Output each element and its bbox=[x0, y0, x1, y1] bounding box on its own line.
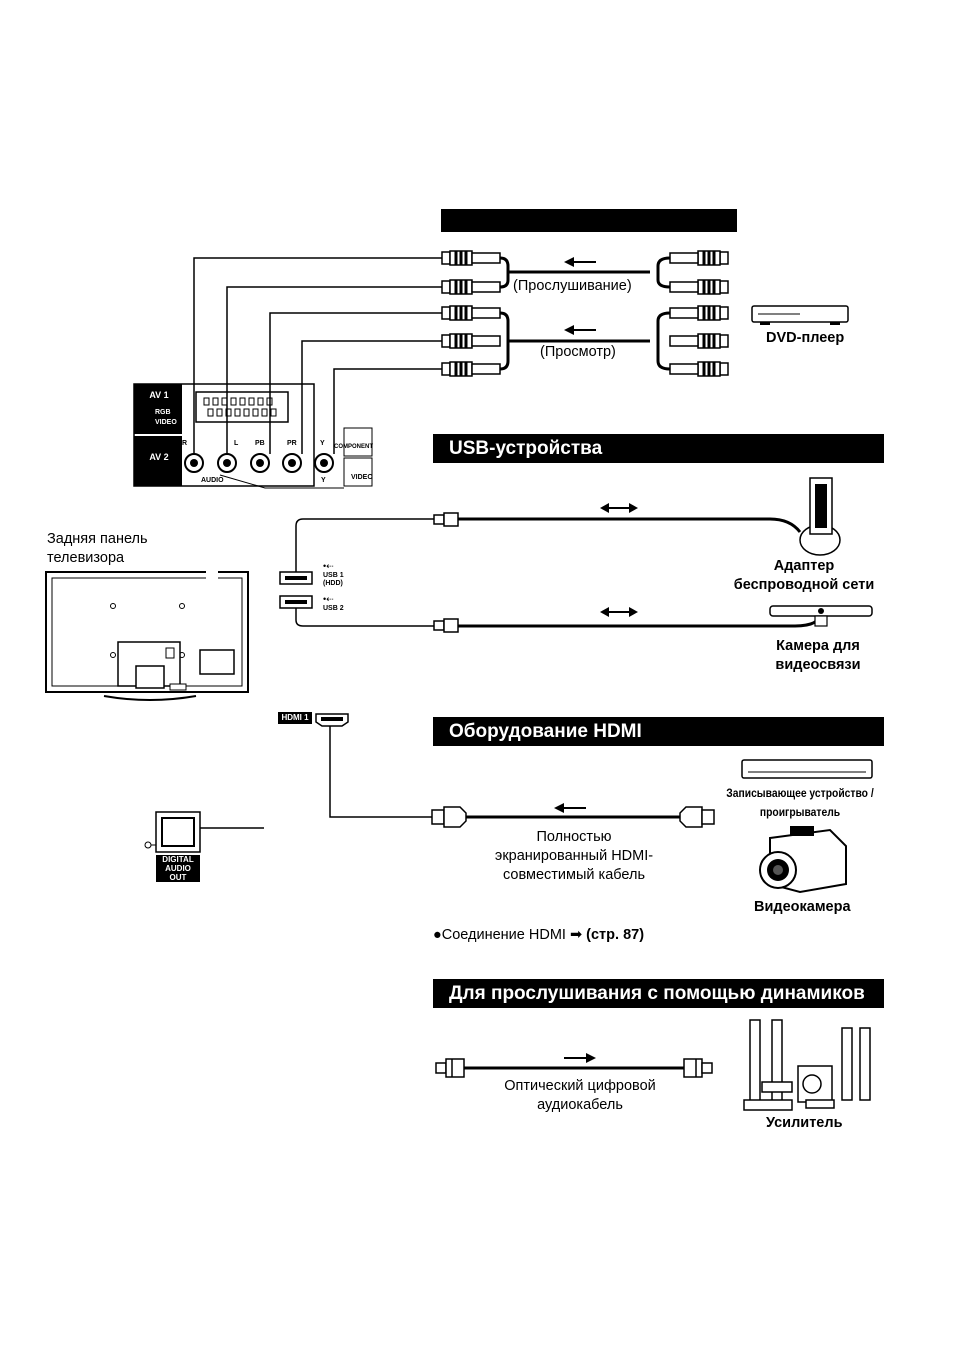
jack-y-label: Y bbox=[320, 440, 325, 447]
wireless-adapter-label: Адаптер беспроводной сети bbox=[733, 558, 875, 593]
component-label: COMPONENT bbox=[334, 444, 373, 450]
speaker-system-icon bbox=[743, 1019, 871, 1111]
camcorder-label: Видеокамера bbox=[754, 899, 851, 915]
tv-jack-panel bbox=[133, 383, 373, 489]
rca-plugs-tv-side bbox=[440, 249, 502, 378]
rca-cables bbox=[193, 257, 442, 454]
arrow-bidirectional-icon bbox=[600, 503, 638, 513]
tv-back-illustration bbox=[45, 570, 249, 701]
arrow-left-icon bbox=[554, 803, 586, 813]
digital-audio-out-label: DIGITAL AUDIO OUT bbox=[156, 855, 200, 882]
dvd-player-icon bbox=[751, 305, 849, 325]
video-camera-label: Камера для видеосвязи bbox=[775, 638, 861, 673]
jack-pb-label: PB bbox=[255, 440, 265, 447]
usb1-label: USB 1 (HDD) bbox=[323, 572, 344, 587]
av1-label: AV 1 bbox=[146, 390, 172, 400]
hdmi-note-ref: (стр. 87) bbox=[586, 927, 645, 943]
hdmi1-label: HDMI 1 bbox=[278, 712, 312, 724]
usb-icon: •⇠ bbox=[323, 594, 334, 604]
hdmi-plug-device-side bbox=[679, 806, 715, 828]
usb-plugs bbox=[433, 512, 459, 633]
hdmi-cable-label: Полностью экранированный HDMI-совместимы… bbox=[494, 829, 654, 883]
video-viewing-label: (Просмотр) bbox=[540, 344, 616, 360]
video-small-label: VIDEO bbox=[155, 419, 177, 426]
jack-y2-label: Y bbox=[321, 477, 326, 484]
rca-plugs-dvd-side bbox=[668, 249, 730, 378]
av2-label: AV 2 bbox=[146, 452, 172, 462]
jack-pr-label: PR bbox=[287, 440, 297, 447]
video-camera-icon bbox=[769, 605, 873, 627]
amplifier-label: Усилитель bbox=[766, 1115, 843, 1131]
video-label: VIDEO bbox=[351, 474, 373, 481]
rgb-label: RGB bbox=[155, 409, 171, 416]
optical-plug-device-side bbox=[683, 1058, 713, 1078]
digital-audio-out-port bbox=[144, 811, 201, 853]
section-header-speakers: Для прослушивания с помощью динамиков bbox=[433, 979, 884, 1008]
hdmi-note: ●Соединение HDMI ➡ (стр. 87) bbox=[433, 926, 644, 944]
tv-rear-panel-label: Задняя панель телевизора bbox=[47, 531, 148, 566]
audio-listening-label: (Прослушивание) bbox=[513, 277, 632, 295]
hdmi-plug-tv-side bbox=[431, 806, 467, 828]
jack-r-label: R bbox=[182, 440, 188, 447]
usb-cable-lines bbox=[295, 518, 434, 627]
section-header-usb: USB-устройства bbox=[433, 434, 884, 463]
section-header-hdmi: Оборудование HDMI bbox=[433, 717, 884, 746]
dvd-player-label: DVD-плеер bbox=[766, 330, 845, 346]
camcorder-icon bbox=[759, 826, 847, 894]
audio-label: AUDIO bbox=[201, 477, 224, 484]
jack-l-label: L bbox=[234, 440, 239, 447]
arrow-right-icon bbox=[564, 1053, 596, 1063]
bullet-icon: ● bbox=[433, 927, 442, 943]
recorder-icon bbox=[741, 759, 873, 779]
optical-cable-label: Оптический цифровой аудиокабель bbox=[504, 1078, 656, 1113]
usb-icon: •⇠ bbox=[323, 561, 334, 571]
cable-bundles bbox=[499, 256, 671, 371]
optical-plug-tv-side bbox=[435, 1058, 465, 1078]
hdmi-port-icon bbox=[315, 713, 349, 727]
recorder-label: Записывающее устройство / проигрыватель bbox=[726, 786, 874, 819]
arrow-left-icon bbox=[564, 325, 596, 335]
section-header-dvd bbox=[441, 209, 737, 232]
arrow-ref-icon: ➡ bbox=[569, 927, 583, 943]
arrow-left-icon bbox=[564, 257, 596, 267]
hdmi-note-text: Соединение HDMI bbox=[441, 927, 566, 943]
wireless-adapter-icon bbox=[799, 477, 841, 556]
usb2-label: USB 2 bbox=[323, 605, 344, 612]
usb-ports bbox=[279, 571, 313, 609]
arrow-bidirectional-icon bbox=[600, 607, 638, 617]
